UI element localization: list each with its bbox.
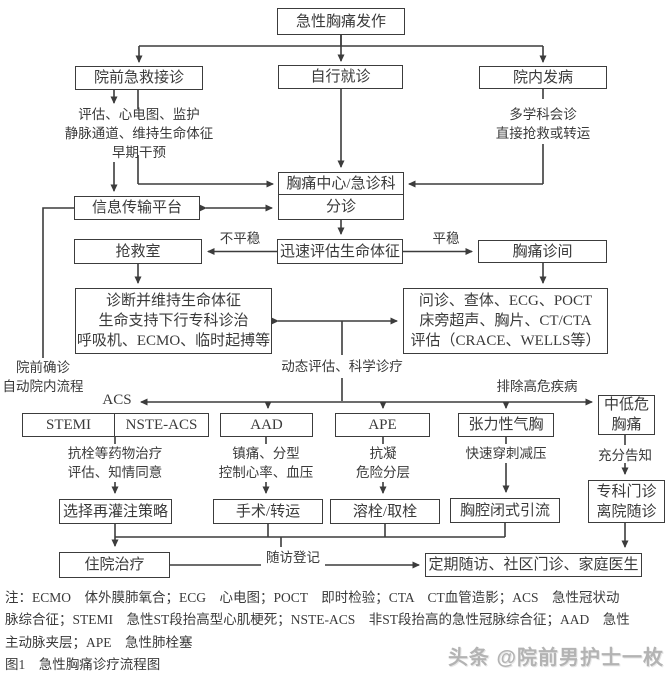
node-hospitalization: 住院治疗 bbox=[59, 552, 170, 578]
legend-line-1: 注：ECMO 体外膜肺氧合；ECG 心电图；POCT 即时检验；CTA CT血管… bbox=[5, 590, 620, 605]
stemi-actions-line-1: 抗栓等药物治疗 bbox=[67, 446, 163, 461]
node-nste-acs: NSTE-ACS bbox=[114, 414, 208, 436]
node-aad: AAD bbox=[220, 413, 313, 437]
annotation-low-risk-actions: 充分告知 bbox=[598, 448, 652, 463]
node-stemi: STEMI bbox=[46, 416, 91, 433]
stemi-actions-line-2: 评估、知情同意 bbox=[67, 465, 163, 480]
edge-bottom-connector bbox=[115, 523, 506, 547]
node-regular-followup: 定期随访、社区门诊、家庭医生 bbox=[425, 553, 642, 577]
node-specialist-outpatient-followup: 专科门诊 离院随诊 bbox=[588, 480, 665, 523]
legend-note: 注：ECMO 体外膜肺氧合；ECG 心电图；POCT 即时检验；CTA CT血管… bbox=[5, 587, 668, 676]
prehospital-actions-line-2: 静脉通道、维持生命体征 bbox=[64, 126, 214, 141]
watermark-toutiao: 头条 @院前男护士一枚 bbox=[447, 647, 664, 669]
workup-line-2: 床旁超声、胸片、CT/CTA bbox=[419, 313, 592, 329]
node-workup-evaluation: 问诊、查体、ECG、POCT 床旁超声、胸片、CT/CTA 评估（CRACE、W… bbox=[403, 288, 608, 354]
legend-line-3: 主动脉夹层；APE 急性肺栓塞 bbox=[5, 634, 193, 650]
node-stabilize-life-support: 诊断并维持生命体征 生命支持下行专科诊治 呼吸机、ECMO、临时起搏等 bbox=[75, 288, 272, 354]
inhospital-actions-line-2: 直接抢救或转运 bbox=[495, 126, 591, 141]
edge-label-exclude-high-risk: 排除高危疾病 bbox=[496, 379, 578, 394]
node-ape: APE bbox=[335, 413, 430, 437]
lowrisk-line-2: 胸痛 bbox=[611, 417, 642, 433]
workup-line-3: 评估（CRACE、WELLS等） bbox=[410, 333, 601, 349]
node-chest-drainage: 胸腔闭式引流 bbox=[450, 498, 560, 523]
spec-line-1: 专科门诊 bbox=[596, 483, 657, 500]
node-group-acs: STEMI NSTE-ACS bbox=[22, 413, 209, 437]
node-triage: 分诊 bbox=[278, 194, 404, 220]
node-low-mid-risk-chest-pain: 中低危 胸痛 bbox=[598, 395, 655, 435]
lowrisk-line-1: 中低危 bbox=[603, 397, 649, 413]
ape-actions-line-2: 危险分层 bbox=[356, 465, 410, 480]
node-info-platform: 信息传输平台 bbox=[74, 196, 200, 220]
node-prehospital-ems: 院前急救接诊 bbox=[75, 66, 203, 90]
prehospital-confirmed-line-2: 自动院内流程 bbox=[2, 379, 84, 394]
stabilize-line-2: 生命支持下行专科诊治 bbox=[98, 313, 249, 329]
node-onset: 急性胸痛发作 bbox=[277, 8, 405, 35]
annotation-ape-actions: 抗凝 危险分层 bbox=[333, 444, 433, 482]
annotation-inhospital-actions: 多学科会诊 直接抢救或转运 bbox=[455, 105, 631, 143]
ape-actions-line-1: 抗凝 bbox=[369, 446, 397, 461]
node-surgery-transfer: 手术/转运 bbox=[213, 499, 323, 524]
node-chest-pain-clinic: 胸痛诊间 bbox=[478, 240, 607, 263]
node-inhospital-onset: 院内发病 bbox=[479, 66, 607, 89]
stabilize-line-1: 诊断并维持生命体征 bbox=[105, 293, 241, 309]
annotation-prehospital-actions: 评估、心电图、监护 静脉通道、维持生命体征 早期干预 bbox=[40, 105, 238, 162]
figure-caption: 图1 急性胸痛诊疗流程图 bbox=[5, 656, 161, 672]
legend-line-2: 脉综合征；STEMI 急性ST段抬高型心肌梗死；NSTE-ACS 非ST段抬高的… bbox=[5, 612, 630, 628]
node-thrombolysis-thrombectomy: 溶栓/取栓 bbox=[330, 499, 440, 524]
node-tension-pneumothorax: 张力性气胸 bbox=[458, 413, 554, 437]
prehospital-actions-line-3: 早期干预 bbox=[112, 145, 166, 160]
edge-label-dynamic-evaluation: 动态评估、科学诊疗 bbox=[269, 357, 415, 376]
aad-actions-line-2: 控制心率、血压 bbox=[218, 465, 314, 480]
prehospital-confirmed-line-1: 院前确诊 bbox=[16, 360, 70, 375]
inhospital-actions-line-1: 多学科会诊 bbox=[509, 107, 577, 122]
annotation-pneumothorax-actions: 快速穿刺减压 bbox=[465, 446, 547, 461]
annotation-stemi-actions: 抗栓等药物治疗 评估、知情同意 bbox=[55, 444, 175, 482]
workup-line-1: 问诊、查体、ECG、POCT bbox=[418, 293, 593, 309]
edge-label-stable: 平稳 bbox=[432, 231, 460, 246]
node-rapid-vital-assessment: 迅速评估生命体征 bbox=[277, 239, 403, 264]
node-self-visit: 自行就诊 bbox=[278, 65, 403, 89]
edge-info-left-route bbox=[42, 207, 74, 358]
annotation-prehospital-confirmed: 院前确诊 自动院内流程 bbox=[0, 358, 86, 396]
edge-label-unstable: 不平稳 bbox=[219, 231, 261, 246]
node-chest-pain-center: 胸痛中心/急诊科 bbox=[278, 172, 404, 196]
edge-label-acs: ACS bbox=[102, 392, 132, 408]
stabilize-line-3: 呼吸机、ECMO、临时起搏等 bbox=[76, 333, 271, 349]
node-rescue-room: 抢救室 bbox=[74, 239, 202, 264]
aad-actions-line-1: 镇痛、分型 bbox=[232, 446, 300, 461]
annotation-aad-actions: 镇痛、分型 控制心率、血压 bbox=[206, 444, 326, 482]
prehospital-actions-line-1: 评估、心电图、监护 bbox=[78, 107, 200, 122]
edge-label-followup-registration: 随访登记 bbox=[262, 548, 324, 567]
node-reperfusion-strategy: 选择再灌注策略 bbox=[59, 499, 172, 524]
edge-disease-stubs bbox=[114, 435, 626, 445]
spec-line-2: 离院随诊 bbox=[596, 503, 657, 520]
